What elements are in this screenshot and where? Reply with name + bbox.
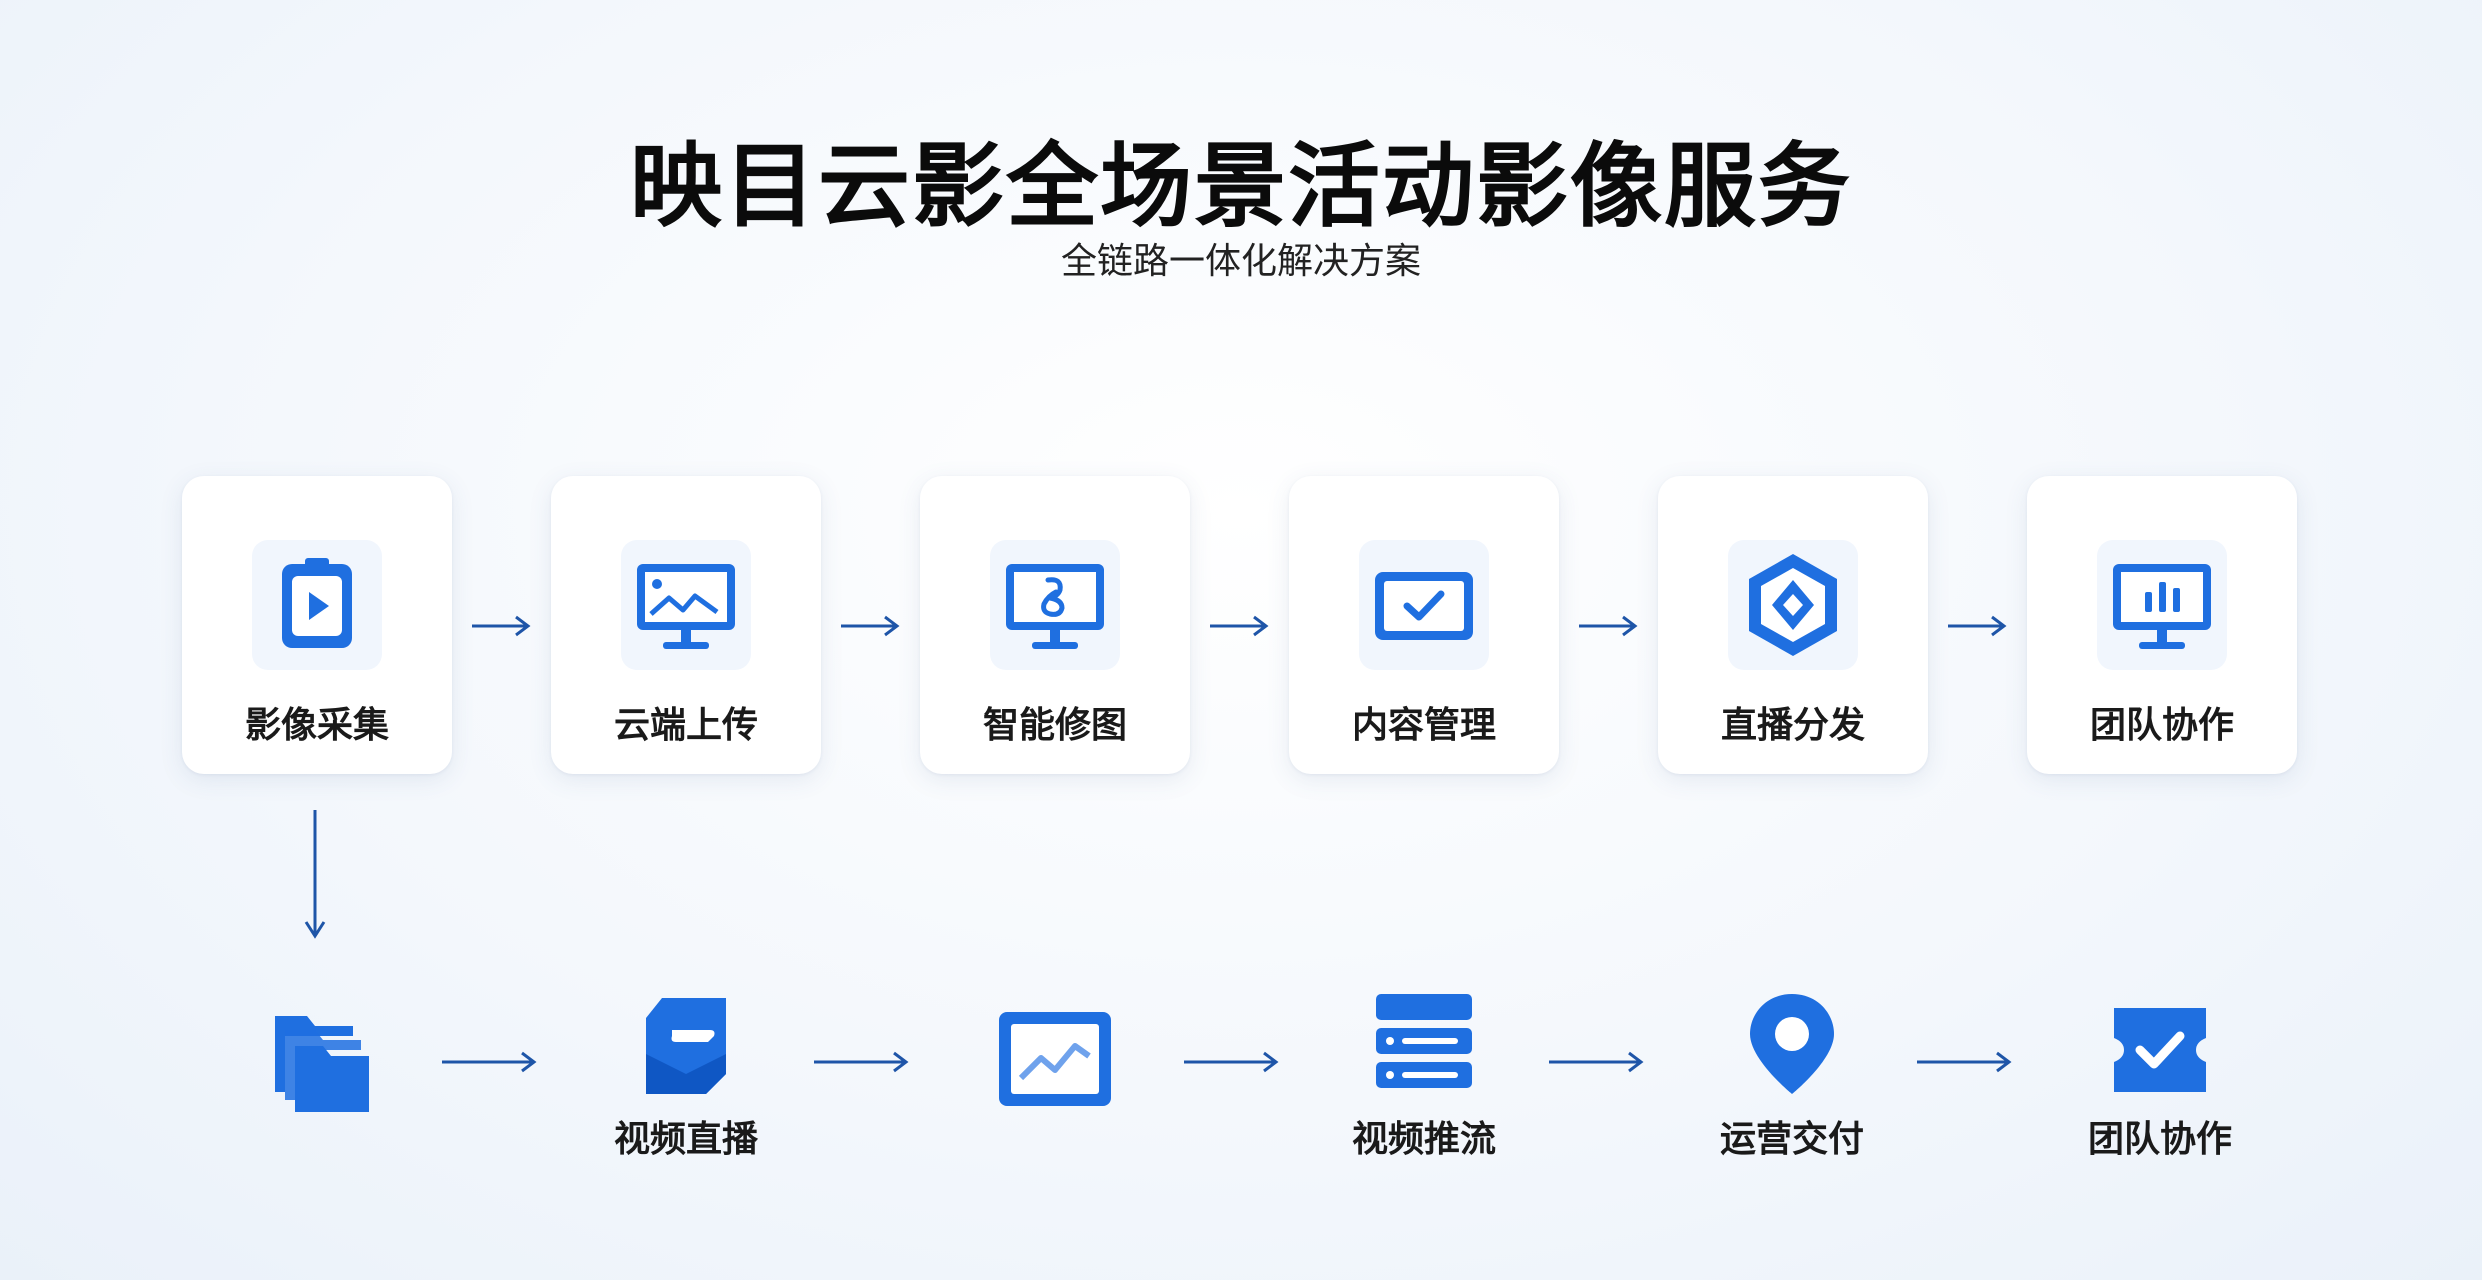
step-label: 团队协作 [2089, 705, 2234, 746]
folder-stack-icon [275, 1016, 369, 1112]
broadcast-hex-icon [1728, 540, 1858, 670]
flow-arrow-right [1948, 615, 2007, 637]
step-label: 智能修图 [982, 705, 1127, 746]
monitor-trend-icon [999, 1012, 1111, 1106]
flow-arrow-right [814, 1051, 909, 1073]
step-label: 视频直播 [613, 1119, 758, 1160]
flow-arrow-right [1184, 1051, 1279, 1073]
step-label: 直播分发 [1720, 705, 1865, 746]
monitor-chart-icon [2097, 540, 2227, 670]
screen-check-icon [1359, 540, 1489, 670]
flow-arrow-right [841, 615, 900, 637]
flow-arrow-right [1210, 615, 1269, 637]
step-card-team[interactable]: 团队协作 [2027, 476, 2297, 774]
step-label: 运营交付 [1719, 1119, 1864, 1160]
server-stack-icon [1376, 994, 1472, 1088]
step-card-capture[interactable]: 影像采集 [182, 476, 452, 774]
step-label: 云端上传 [613, 705, 758, 746]
step-label: 内容管理 [1351, 705, 1496, 746]
flow-arrow-right [1549, 1051, 1644, 1073]
monitor-image-icon [621, 540, 751, 670]
video-play-icon [252, 540, 382, 670]
flow-arrow-right [1579, 615, 1638, 637]
step-label: 团队协作 [2087, 1119, 2232, 1160]
flow-arrow-down [304, 810, 326, 939]
page-subtitle: 全链路一体化解决方案 [1060, 241, 1421, 282]
step-label: 影像采集 [244, 705, 389, 746]
step-label: 视频推流 [1351, 1119, 1496, 1160]
step-card-content[interactable]: 内容管理 [1289, 476, 1559, 774]
monitor-edit-icon [990, 540, 1120, 670]
flow-arrow-right [472, 615, 531, 637]
step-card-retouch[interactable]: 智能修图 [920, 476, 1190, 774]
ticket-check-icon [2114, 1008, 2206, 1092]
step-card-upload[interactable]: 云端上传 [551, 476, 821, 774]
flow-arrow-right [442, 1051, 537, 1073]
page-title: 映目云影全场景活动影像服务 [629, 133, 1852, 240]
flow-arrow-right [1917, 1051, 2012, 1073]
location-pin-icon [1750, 994, 1834, 1094]
cloud-box-icon [646, 998, 726, 1094]
step-card-distribute[interactable]: 直播分发 [1658, 476, 1928, 774]
